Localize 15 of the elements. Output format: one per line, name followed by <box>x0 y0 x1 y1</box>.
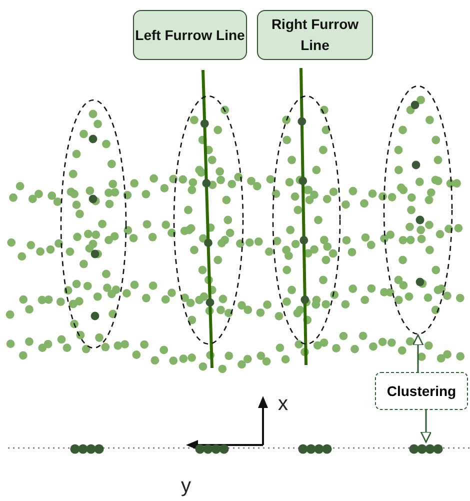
arrow <box>412 334 424 372</box>
dot-cluster <box>70 442 104 454</box>
cluster-ellipse <box>272 95 341 345</box>
axis-label: y <box>181 475 191 498</box>
label-box: Right Furrow Line <box>257 10 373 60</box>
cluster-ellipse <box>60 99 127 349</box>
callout-box: Clustering <box>375 372 468 410</box>
cluster-ellipse <box>173 95 244 345</box>
arrow <box>420 410 432 443</box>
axis-label: x <box>278 393 288 416</box>
dot-cluster <box>195 442 229 454</box>
cluster-ellipse <box>383 85 453 335</box>
dot-cluster <box>298 442 332 454</box>
label-box: Left Furrow Line <box>133 10 247 60</box>
dot-cluster <box>409 442 443 454</box>
